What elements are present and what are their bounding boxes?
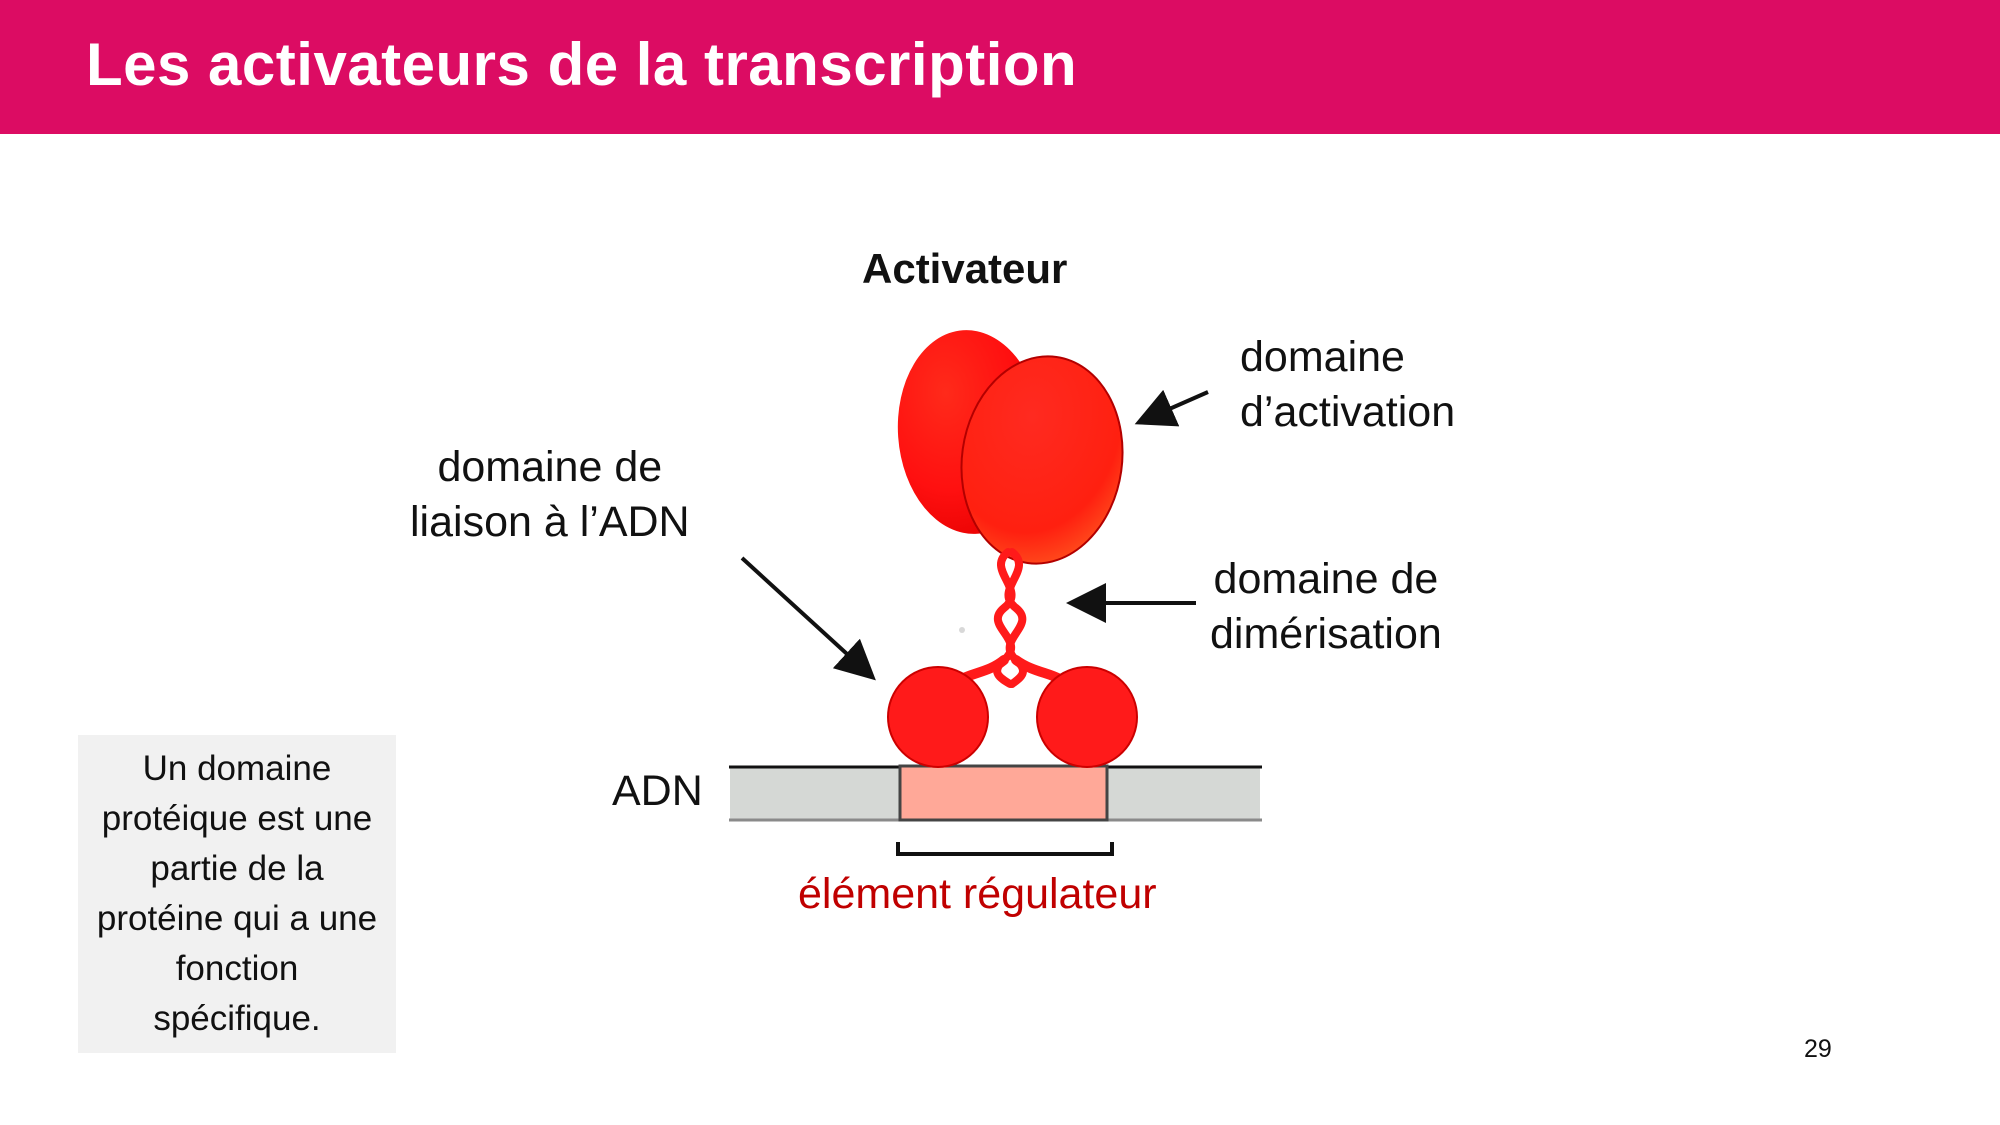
definition-note-text: Un domaine protéique est une partie de l… (96, 749, 378, 1038)
page-number: 29 (1804, 1035, 1832, 1063)
dna-label: ADN (612, 767, 703, 815)
dimerization-domain-shape (945, 548, 1075, 695)
activation-domain-label-line-2: d’activation (1240, 388, 1456, 436)
dna-binding-domain-shape (887, 666, 1138, 768)
activation-arrow (1134, 389, 1209, 427)
regulatory-element-box (898, 764, 1109, 822)
dna-binding-domain-label-line-2: liaison à l’ADN (410, 498, 690, 546)
dna-binding-domain-label-line-1: domaine de (437, 443, 663, 491)
regulatory-element-label: élément régulateur (798, 870, 1157, 918)
speckle (959, 627, 965, 633)
title-bar: Les activateurs de la transcription (0, 0, 2000, 134)
diagram-title: Activateur (862, 245, 1068, 292)
dimerization-domain-label-line-2: dimérisation (1210, 610, 1442, 658)
page-title: Les activateurs de la transcription (86, 31, 1078, 98)
activation-domain-shape (897, 330, 1124, 565)
regulatory-element-bracket (896, 842, 1114, 856)
dimerization-domain-label-line-1: domaine de (1213, 555, 1439, 603)
dimerization-domain-label: domaine de dimérisation (1210, 552, 1442, 662)
activation-domain-label: domaine d’activation (1240, 330, 1455, 440)
definition-note: Un domaine protéique est une partie de l… (78, 735, 396, 1053)
activation-domain-label-line-1: domaine (1240, 333, 1405, 381)
dna-binding-domain-label: domaine de liaison à l’ADN (410, 440, 690, 550)
dna-binding-arrow (740, 556, 876, 681)
